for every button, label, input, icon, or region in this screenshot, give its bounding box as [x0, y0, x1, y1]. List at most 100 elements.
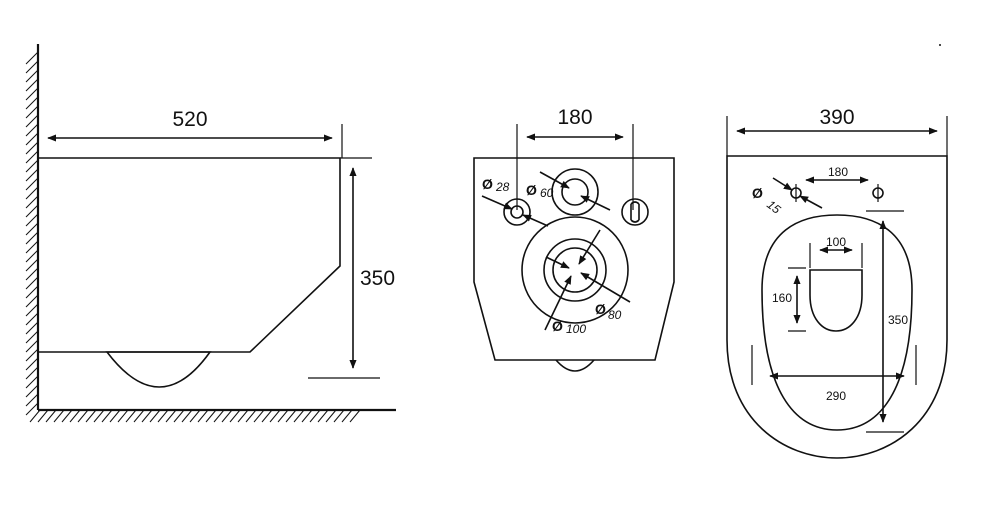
rear-bowl-bump [555, 359, 595, 372]
floor-hatch-stroke [93, 409, 105, 423]
d28-label: 28 [495, 180, 510, 194]
wall-hatch-stroke [25, 204, 39, 218]
dim-180-label: 180 [557, 106, 592, 129]
seat-outline [761, 214, 913, 431]
d60-label: 60 [540, 186, 554, 200]
left-bolt-hole-inner [510, 205, 524, 219]
wall-hatch-stroke [25, 357, 39, 371]
top-view: 390 180 Ø 15 100 160 290 350 [726, 44, 948, 459]
floor-hatch-stroke [133, 409, 145, 423]
dim-100-label: 100 [826, 235, 846, 249]
d28-phi: Ø [482, 176, 493, 192]
water-inlet-outer [551, 168, 599, 216]
floor-hatch-stroke [29, 409, 41, 423]
d60-leader [539, 171, 570, 189]
side-view: 520 350 [25, 44, 396, 423]
floor-hatch-stroke [53, 409, 65, 423]
wall-hatch-stroke [25, 132, 39, 146]
wall-hatch-stroke [25, 231, 39, 245]
wall-hatch-stroke [25, 303, 39, 317]
floor-hatch-stroke [181, 409, 193, 423]
floor-hatch-stroke [277, 409, 289, 423]
d80-phi: Ø [595, 301, 606, 317]
floor-hatch-stroke [261, 409, 273, 423]
floor-hatch-stroke [325, 409, 337, 423]
toilet-body-side-outline [38, 157, 341, 353]
rear-body-outline [473, 157, 675, 361]
wall-hatching [25, 51, 39, 416]
floor-hatching [29, 409, 361, 423]
stray-dot [939, 44, 941, 46]
floor-hatch-stroke [213, 409, 225, 423]
d100-label: 100 [566, 322, 586, 336]
floor-hatch-stroke [173, 409, 185, 423]
floor-hatch-stroke [341, 409, 353, 423]
wall-hatch-stroke [25, 249, 39, 263]
floor-hatch-stroke [165, 409, 177, 423]
wall-hatch-stroke [25, 60, 39, 74]
right-bolt-hole-outer [621, 198, 649, 226]
wall-hatch-stroke [25, 312, 39, 326]
wall-hatch-stroke [25, 330, 39, 344]
floor-hatch-stroke [125, 409, 137, 423]
floor-hatch-stroke [37, 409, 49, 423]
outlet-middle-ring [543, 238, 607, 302]
floor-hatch-stroke [317, 409, 329, 423]
wall-hatch-stroke [25, 267, 39, 281]
d80-label: 80 [608, 308, 622, 322]
d15-leader [772, 177, 793, 191]
dim-350-label: 350 [360, 267, 395, 290]
wall-hatch-stroke [25, 186, 39, 200]
floor-hatch-stroke [77, 409, 89, 423]
top-body-outline [726, 155, 948, 459]
floor-hatch-stroke [157, 409, 169, 423]
d100-phi: Ø [552, 318, 563, 334]
floor-hatch-stroke [221, 409, 233, 423]
floor-hatch-stroke [101, 409, 113, 423]
wall-hatch-stroke [25, 402, 39, 416]
floor-hatch-stroke [141, 409, 153, 423]
wall-hatch-stroke [25, 366, 39, 380]
wall-hatch-stroke [25, 141, 39, 155]
d100-leader-top [578, 229, 601, 265]
floor-hatch-stroke [285, 409, 297, 423]
floor-hatch-stroke [253, 409, 265, 423]
wall-hatch-stroke [25, 384, 39, 398]
wall-hatch-stroke [25, 213, 39, 227]
outlet-outer-ring [521, 216, 629, 324]
wall-hatch-stroke [25, 114, 39, 128]
dim-390-label: 390 [819, 106, 854, 129]
wall-hatch-stroke [25, 276, 39, 290]
floor-hatch-stroke [237, 409, 249, 423]
floor-hatch-stroke [69, 409, 81, 423]
floor-hatch-stroke [205, 409, 217, 423]
wall-hatch-stroke [25, 222, 39, 236]
floor-hatch-stroke [309, 409, 321, 423]
floor-hatch-stroke [349, 409, 361, 423]
floor-hatch-stroke [149, 409, 161, 423]
d80-leader-right [580, 272, 631, 303]
floor-hatch-stroke [269, 409, 281, 423]
wall-hatch-stroke [25, 321, 39, 335]
wall-hatch-stroke [25, 393, 39, 407]
d60-phi: Ø [526, 182, 537, 198]
floor-hatch-stroke [301, 409, 313, 423]
dim-top-350-label: 350 [888, 313, 908, 327]
d15-label: 15 [764, 197, 783, 216]
wall-hatch-stroke [25, 375, 39, 389]
outlet-inner-ring [552, 247, 598, 293]
wall-hatch-stroke [25, 159, 39, 173]
floor-hatch-stroke [197, 409, 209, 423]
floor-hatch-stroke [229, 409, 241, 423]
wall-hatch-stroke [25, 87, 39, 101]
floor-hatch-stroke [333, 409, 345, 423]
d15-leader-2 [799, 195, 823, 209]
dim-160-label: 160 [772, 291, 792, 305]
wall-hatch-stroke [25, 348, 39, 362]
d28-leader-2 [522, 214, 549, 227]
wall-hatch-stroke [25, 258, 39, 272]
right-bolt-hole-slot [630, 201, 640, 223]
wall-hatch-stroke [25, 150, 39, 164]
d15-phi: Ø [752, 185, 763, 201]
